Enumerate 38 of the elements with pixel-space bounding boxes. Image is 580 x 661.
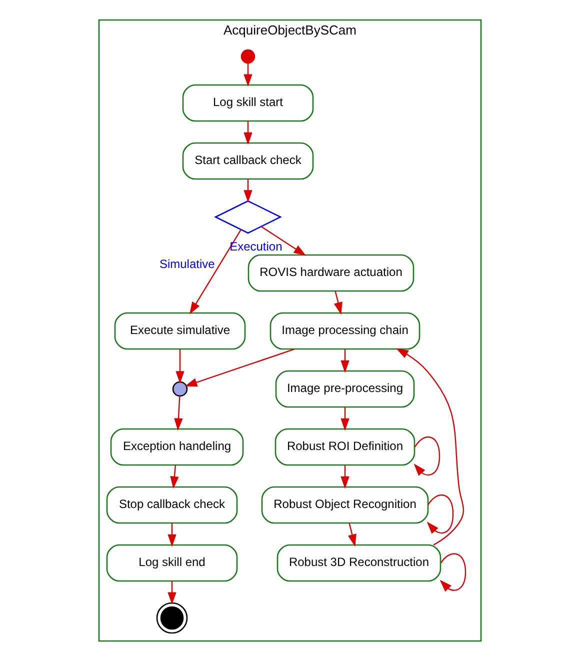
arrow — [189, 229, 242, 314]
arrow — [168, 523, 176, 547]
node-box: Log skill start — [182, 84, 314, 122]
edge-label: Simulative — [159, 256, 215, 271]
arrow — [414, 436, 440, 476]
node-box: Start callback check — [182, 142, 314, 180]
arrow — [440, 553, 466, 592]
node-box: Robust 3D Reconstruction — [276, 544, 442, 582]
node-box: Robust Object Recognition — [261, 486, 429, 524]
arrow — [244, 63, 252, 87]
arrow — [340, 465, 350, 489]
arrow — [168, 581, 176, 605]
arrow — [426, 494, 454, 534]
node-circle — [172, 381, 188, 397]
arrow — [261, 226, 306, 256]
node-box: Exception handeling — [110, 428, 244, 466]
node-circle — [156, 602, 188, 634]
node-box: Execute simulative — [114, 312, 246, 350]
arrow — [340, 349, 350, 373]
node-box: ROVIS hardware actuation — [248, 254, 414, 292]
arrow — [348, 522, 356, 547]
node-diamond — [214, 200, 282, 234]
node-box: Image processing chain — [270, 312, 420, 350]
node-box: Robust ROI Definition — [274, 428, 416, 466]
edge-label: Execution — [230, 239, 282, 254]
arrow — [396, 348, 464, 546]
node-box: Stop callback check — [106, 486, 238, 524]
arrow — [334, 290, 342, 315]
arrow — [184, 348, 295, 387]
node-box: Image pre-processing — [275, 370, 415, 408]
arrow — [340, 407, 350, 431]
arrow — [174, 396, 183, 431]
arrow — [170, 465, 179, 489]
arrow — [244, 121, 252, 145]
node-circle — [240, 49, 256, 64]
arrow — [176, 349, 184, 384]
arrow — [244, 179, 252, 202]
node-box: Log skill end — [106, 544, 238, 582]
